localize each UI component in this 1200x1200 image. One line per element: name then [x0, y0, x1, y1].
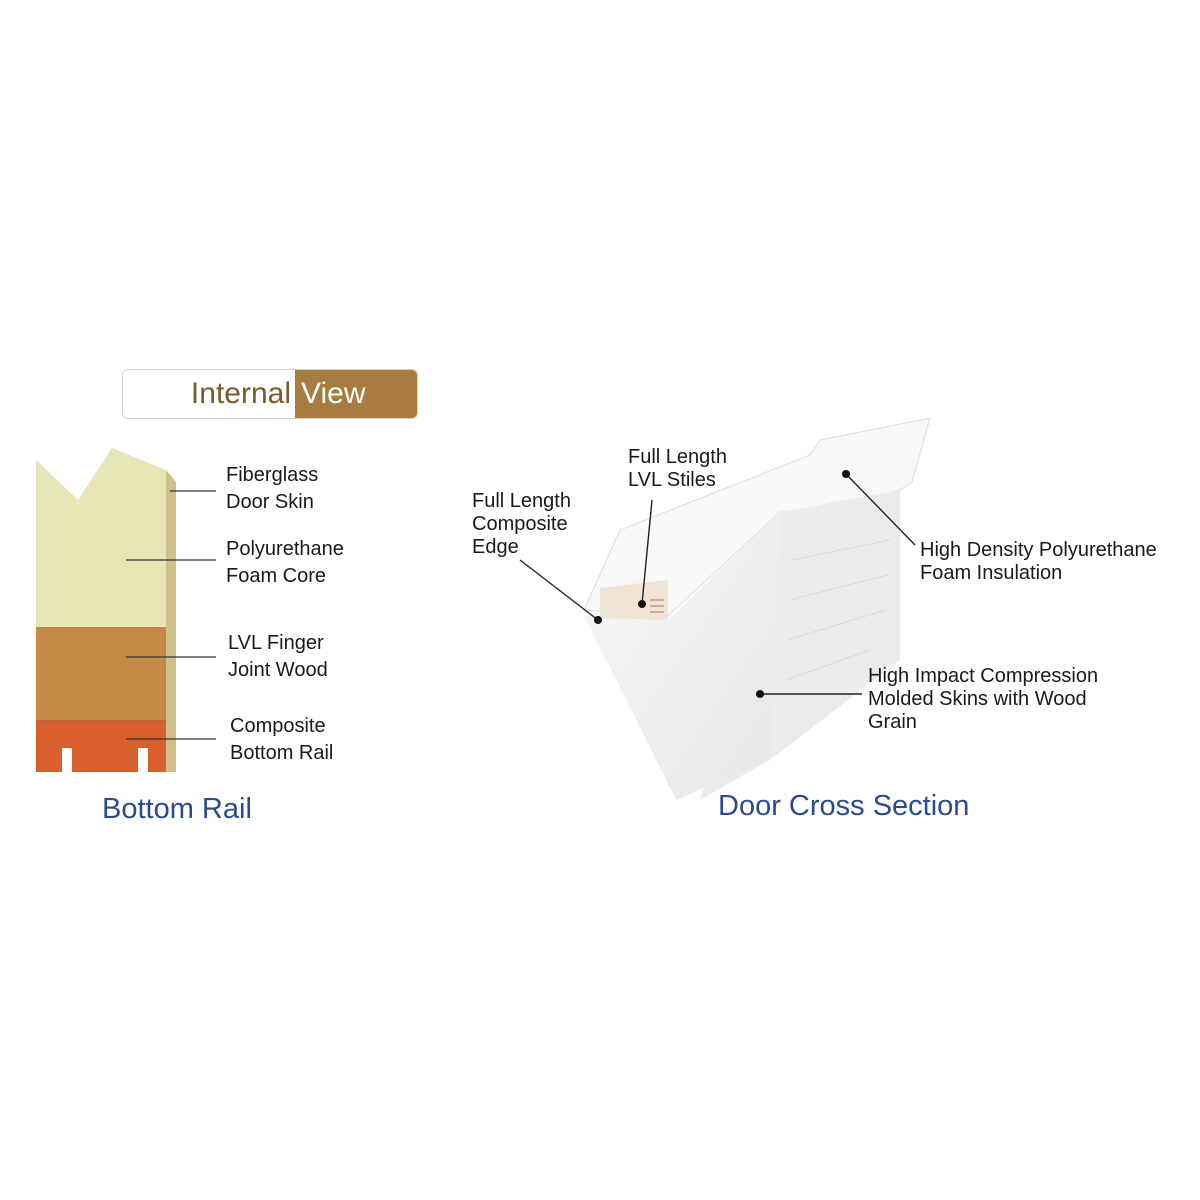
composite-edge-piece — [600, 580, 668, 620]
header-title-part2: View — [295, 370, 417, 418]
label-full-length-lvl-stiles: Full Length LVL Stiles — [628, 446, 727, 491]
caption-door-cross-section: Door Cross Section — [718, 790, 970, 822]
bottom-rail-leaders — [126, 490, 216, 740]
cross-section-leaders — [519, 473, 916, 695]
label-fiberglass-door-skin: Fiberglass Door Skin — [226, 464, 319, 513]
caption-bottom-rail: Bottom Rail — [102, 793, 252, 825]
door-cross-section — [519, 417, 931, 800]
label-polyurethane-foam-core: Polyurethane Foam Core — [226, 538, 344, 587]
wood-grain-texture — [785, 539, 891, 681]
lvl-stile-marks — [650, 599, 664, 613]
door-front-face — [584, 512, 780, 800]
foam-core-layer — [36, 448, 166, 627]
label-composite-bottom-rail: Composite Bottom Rail — [230, 715, 334, 764]
leader-end-dots — [594, 470, 850, 698]
composite-rail-layer — [36, 721, 166, 772]
label-high-density-foam-insulation: High Density Polyurethane Foam Insulatio… — [920, 539, 1157, 584]
label-full-length-composite-edge: Full Length Composite Edge — [472, 490, 571, 558]
label-lvl-finger-joint-wood: LVL Finger Joint Wood — [228, 632, 328, 681]
lvl-wood-layer — [36, 627, 166, 721]
label-high-impact-molded-skins: High Impact Compression Molded Skins wit… — [868, 665, 1099, 733]
header-title-part1: Internal — [190, 377, 291, 410]
fiberglass-skin-layer — [166, 470, 176, 772]
bottom-rail-section — [36, 448, 216, 772]
door-top-face — [583, 417, 931, 617]
internal-view-header: Internal View — [122, 369, 418, 419]
